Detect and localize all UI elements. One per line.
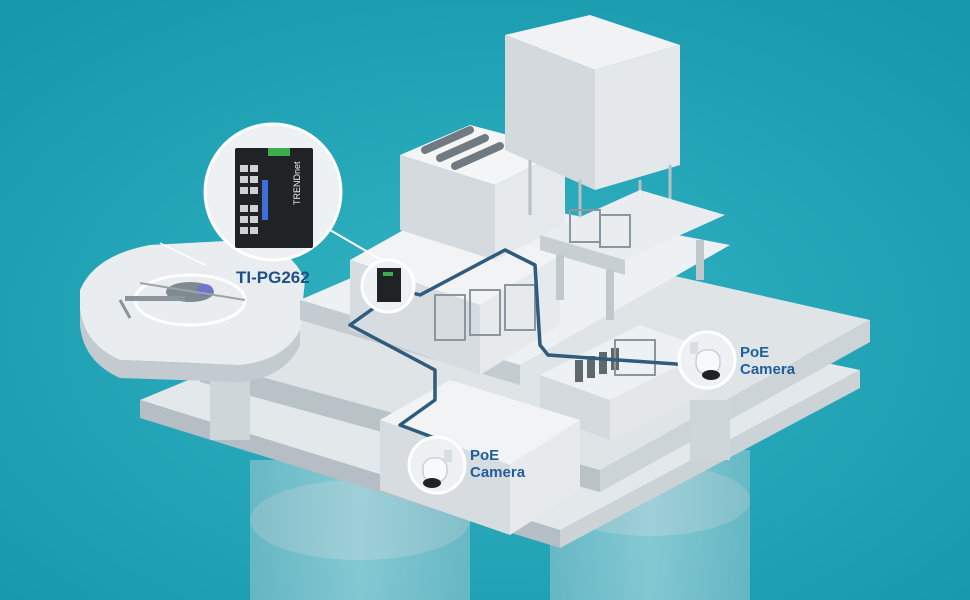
camera-2-marker xyxy=(677,330,737,390)
cage-structures xyxy=(569,209,631,248)
camera-2-label: PoE Camera xyxy=(740,344,795,378)
camera-1-label: PoE Camera xyxy=(470,447,525,481)
industrial-poe-switch-icon: TRENDnet xyxy=(235,148,313,248)
camera-2-label-line2: Camera xyxy=(740,361,796,378)
bullet-camera-icon xyxy=(690,342,721,380)
raised-platform xyxy=(540,190,725,320)
camera-1-label-line1: PoE xyxy=(470,447,500,464)
cable-to-camera-1 xyxy=(384,248,691,367)
cable-to-camera-2 xyxy=(348,298,441,442)
switch-model-label: TI-PG262 xyxy=(236,268,310,287)
camera-1-label-line2: Camera xyxy=(470,464,526,481)
camera-2-label-line1: PoE xyxy=(740,344,770,361)
water-tank-block xyxy=(505,15,680,235)
switch-brand-text: TRENDnet xyxy=(292,161,302,205)
switch-callout: TRENDnet xyxy=(203,122,386,263)
helicopter xyxy=(118,282,246,319)
switch-on-platform xyxy=(360,258,416,314)
exhaust-pipes xyxy=(421,126,504,170)
helideck xyxy=(80,240,305,382)
network-cabling xyxy=(348,248,691,442)
camera-1-marker xyxy=(407,435,467,495)
mid-cages xyxy=(434,284,536,341)
bullet-camera-icon xyxy=(422,450,452,488)
